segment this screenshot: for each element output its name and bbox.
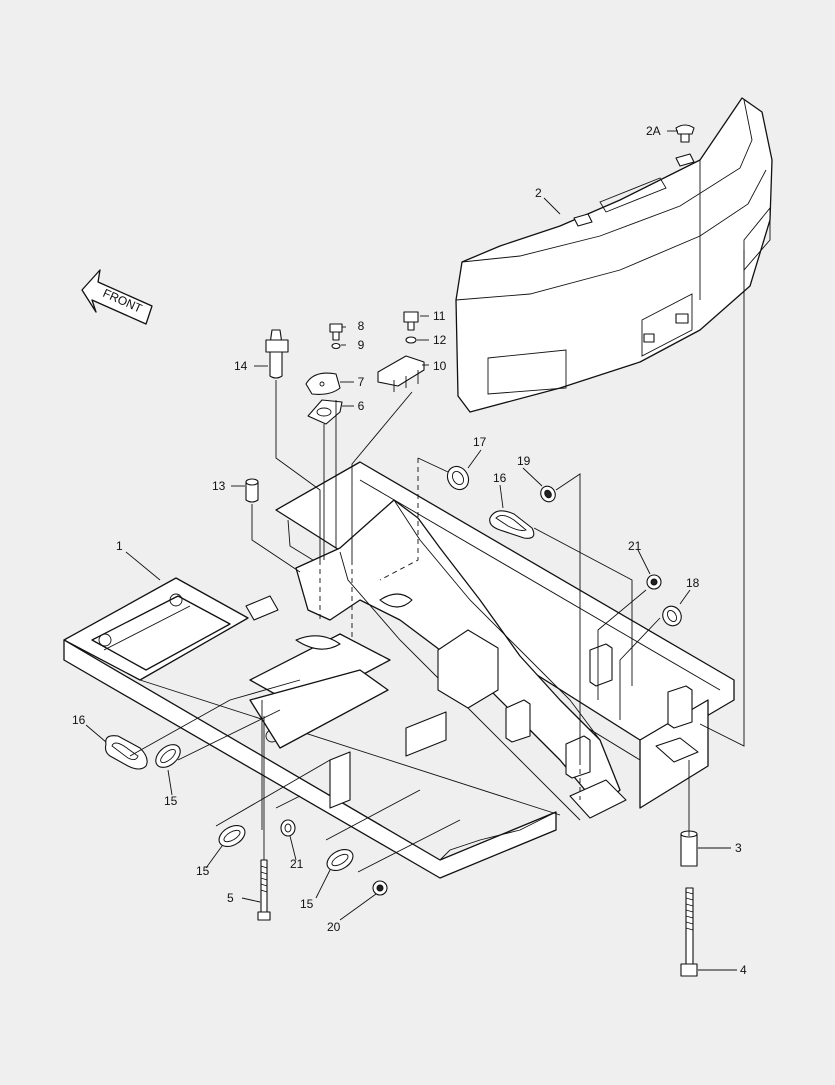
grommet-19 [540, 485, 556, 503]
grommet-18 [662, 605, 682, 627]
callout-labels: 2A 2 8 9 11 12 14 7 10 6 17 19 16 13 1 2… [72, 124, 747, 977]
grommet-21-bottom [280, 819, 296, 837]
callout-14: 14 [234, 359, 248, 373]
main-frame-part [63, 461, 735, 879]
callout-18: 18 [686, 576, 700, 590]
grommet-15-right [326, 848, 354, 872]
callout-8: 8 [358, 319, 365, 333]
callout-21-bottom: 21 [290, 857, 304, 871]
gasket-6 [307, 399, 343, 425]
grommet-17 [446, 465, 470, 491]
callout-15-left: 15 [164, 794, 178, 808]
grommet-16-left [104, 735, 148, 770]
bolt-11 [403, 311, 419, 331]
callout-19: 19 [517, 454, 531, 468]
callout-16-top: 16 [493, 471, 507, 485]
callout-5: 5 [227, 891, 234, 905]
callout-15-right: 15 [300, 897, 314, 911]
front-direction-arrow: FRONT [81, 269, 153, 325]
callout-16-left: 16 [72, 713, 86, 727]
grommet-15-left [155, 744, 181, 768]
grommet-21-right [646, 574, 662, 590]
callout-3: 3 [735, 841, 742, 855]
grommet-20 [372, 880, 388, 896]
callout-2a: 2A [646, 124, 661, 138]
bolt-4 [680, 887, 698, 977]
pin-13 [245, 478, 259, 503]
callout-7: 7 [358, 375, 365, 389]
counterweight-part [455, 97, 773, 413]
callout-15-mid: 15 [196, 864, 210, 878]
plate-7 [305, 372, 341, 395]
callout-17: 17 [473, 435, 487, 449]
callout-1: 1 [116, 539, 123, 553]
pin-14 [265, 329, 289, 379]
callout-4: 4 [740, 963, 747, 977]
bolt-8 [329, 323, 343, 341]
bracket-10 [377, 355, 425, 392]
washer-12 [405, 336, 417, 344]
grommet-16-top [489, 510, 535, 539]
callout-13: 13 [212, 479, 226, 493]
callout-9: 9 [358, 338, 365, 352]
callout-12: 12 [433, 333, 447, 347]
grommet-15-mid [218, 824, 246, 848]
spacer-3 [680, 830, 698, 867]
callout-10: 10 [433, 359, 447, 373]
washer-9 [331, 342, 341, 350]
callout-21-right: 21 [628, 539, 642, 553]
callout-11: 11 [433, 309, 446, 323]
callout-6: 6 [358, 399, 365, 413]
bolt-5 [257, 859, 271, 921]
frame-posts [437, 629, 693, 779]
hardware-parts [104, 311, 698, 977]
callout-2: 2 [535, 186, 542, 200]
callout-20: 20 [327, 920, 341, 934]
leader-lines [85, 130, 745, 971]
